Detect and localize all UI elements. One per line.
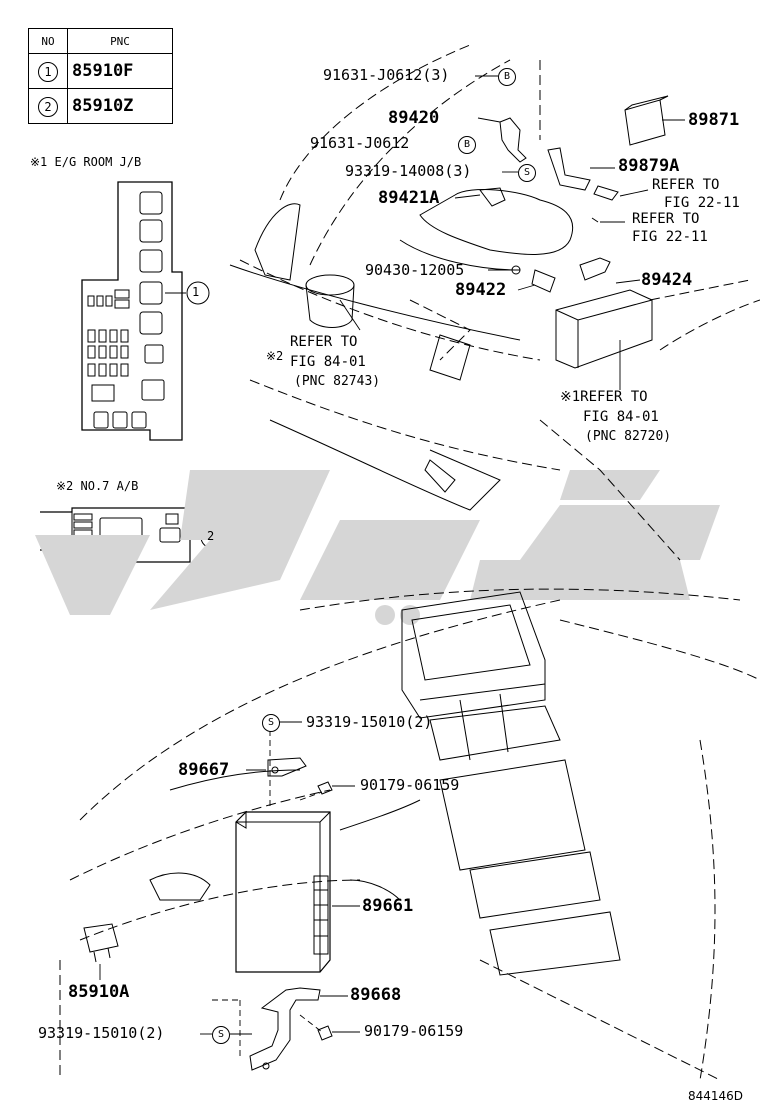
part-90430-12005[interactable]: 90430-12005 xyxy=(365,261,465,279)
part-89667[interactable]: 89667 xyxy=(178,760,230,780)
part-91631-j0612-3[interactable]: 91631-J0612(3) xyxy=(323,66,450,84)
refer-fig22-a-line1: REFER TO xyxy=(652,177,720,193)
engine-bay-solid xyxy=(229,95,669,511)
part-93319-14008[interactable]: 93319-14008(3) xyxy=(345,162,472,180)
pnc-table: NO PNC 1 85910F 2 85910Z xyxy=(28,28,173,124)
figure-code: 844146D xyxy=(688,1089,744,1103)
pnc-row-code[interactable]: 85910Z xyxy=(67,88,173,124)
part-93319-15010-bottom[interactable]: 93319-15010(2) xyxy=(38,1024,165,1042)
pnc-header-pnc: PNC xyxy=(67,28,173,54)
pnc-row: 1 85910F xyxy=(28,53,173,89)
screw-s-icon: S xyxy=(518,164,536,182)
bolt-b-icon: B xyxy=(498,68,516,86)
no7-ab-title: ※2 NO.7 A/B xyxy=(56,479,139,493)
pnc-header-no: NO xyxy=(28,28,68,54)
part-89421a[interactable]: 89421A xyxy=(378,188,440,208)
pnc-row-number: 1 xyxy=(38,61,58,82)
pnc-row-code[interactable]: 85910F xyxy=(67,53,173,89)
refer-fig22-b-line1: REFER TO xyxy=(632,211,700,227)
refer-fig22-b-line2[interactable]: FIG 22-11 xyxy=(632,229,708,245)
engine-leaders xyxy=(339,75,685,390)
screw-s-icon: S xyxy=(262,714,280,732)
engine-bay-outline xyxy=(239,44,760,561)
part-93319-15010-top[interactable]: 93319-15010(2) xyxy=(306,713,433,731)
part-89422[interactable]: 89422 xyxy=(455,280,507,300)
part-90179-06159-top[interactable]: 90179-06159 xyxy=(360,776,460,794)
eg-room-junction-block xyxy=(81,181,210,441)
dashboard-dash-leaders xyxy=(212,730,323,1060)
eg-room-jb-title: ※1 E/G ROOM J/B xyxy=(30,155,142,169)
refer-fig84-left-line3: (PNC 82743) xyxy=(294,374,381,389)
refer-fig84-left-line1: REFER TO xyxy=(290,334,358,350)
part-85910a[interactable]: 85910A xyxy=(68,982,130,1002)
screw-s-icon: S xyxy=(212,1026,230,1044)
part-89420[interactable]: 89420 xyxy=(388,108,440,128)
refer-fig84-right-line2[interactable]: FIG 84-01 xyxy=(583,409,659,425)
bolt-b-icon: B xyxy=(458,136,476,154)
watermark xyxy=(35,470,720,625)
pnc-row: 2 85910Z xyxy=(28,88,173,124)
refer-fig84-left-line2[interactable]: FIG 84-01 xyxy=(290,354,366,370)
dashboard-leaders xyxy=(99,721,360,1035)
part-89879a[interactable]: 89879A xyxy=(618,156,680,176)
part-91631-j0612[interactable]: 91631-J0612 xyxy=(310,134,410,152)
refer-fig84-right-line1: ※1REFER TO xyxy=(560,389,648,405)
dashboard-solid xyxy=(83,591,621,1071)
refer-fig84-left-mark: ※2 xyxy=(266,349,284,363)
pnc-row-number: 2 xyxy=(38,96,58,117)
refer-fig22-a-line2[interactable]: FIG 22-11 xyxy=(664,195,740,211)
part-89424[interactable]: 89424 xyxy=(641,270,693,290)
refer-fig84-right-line3: (PNC 82720) xyxy=(585,429,672,444)
part-89661[interactable]: 89661 xyxy=(362,896,414,916)
no7-callout-number: 2 xyxy=(207,529,215,543)
dashboard-outline xyxy=(59,588,760,1081)
part-89668[interactable]: 89668 xyxy=(350,985,402,1005)
eg-room-callout-number: 1 xyxy=(192,285,200,299)
part-89871[interactable]: 89871 xyxy=(688,110,740,130)
part-90179-06159-bottom[interactable]: 90179-06159 xyxy=(364,1022,464,1040)
